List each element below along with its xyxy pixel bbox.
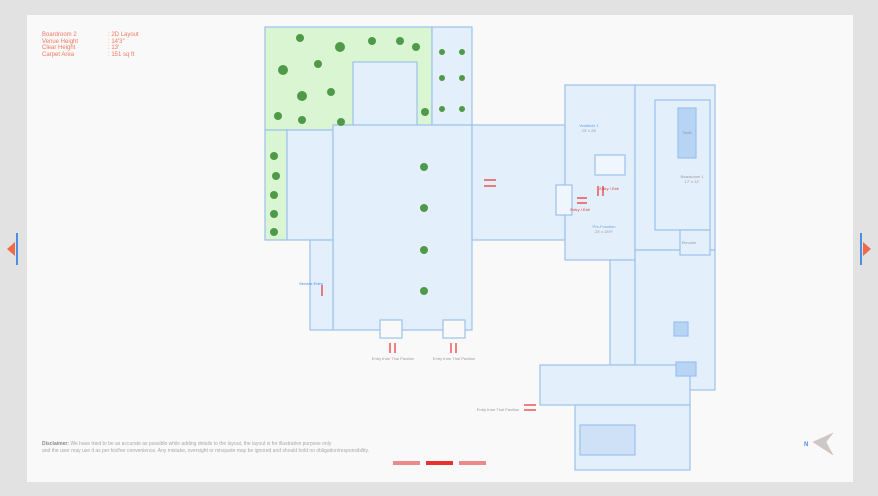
elevator-room (679, 229, 711, 256)
entry-label: Entry from Thai Pavilion (433, 356, 475, 361)
room-dim: 17' x 12' (685, 179, 700, 184)
door (379, 319, 403, 339)
info-value: : 14'3" (108, 38, 125, 45)
chevron-right-icon (863, 242, 871, 256)
side-room (286, 129, 334, 241)
info-key: Clear Height (42, 45, 76, 52)
info-value: : 13' (108, 45, 120, 52)
door (555, 184, 573, 216)
board-table (677, 107, 697, 159)
link (609, 259, 636, 366)
disclaimer-text: We have tried to be as accurate as possi… (68, 441, 332, 447)
service-entry-label: Service Entry (299, 281, 323, 286)
garden-strip (264, 129, 288, 241)
next-arrow-button[interactable] (860, 233, 874, 265)
entry-label: Entry from Thai Pavilion (372, 356, 414, 361)
pager-dot-3[interactable] (459, 461, 486, 465)
pager-dot-1[interactable] (393, 461, 420, 465)
entry-label: Entry from Thai Pavilion (477, 407, 519, 412)
info-value: : 151 sq ft (108, 51, 135, 58)
prev-arrow-button[interactable] (4, 233, 18, 265)
door (594, 154, 626, 176)
compass-north-label: N (804, 442, 808, 448)
room-dim: 23' x 28' (582, 128, 597, 133)
room-label: Pre-Function (593, 224, 616, 229)
venue-info: Boardroom 2 : 2D Layout Venue Height : 14'… (42, 32, 139, 58)
meeting-table (673, 321, 689, 337)
info-key: Carpet Area (42, 51, 75, 58)
room-label: Vestibule 1 (579, 123, 599, 128)
meeting-table (675, 361, 697, 377)
room-label: Boardroom 1 (680, 174, 704, 179)
info-key: Boardroom 2 (42, 32, 77, 38)
compass-icon: N (804, 432, 834, 456)
info-value: : 2D Layout (108, 32, 139, 38)
table-label: Table (682, 130, 692, 135)
room-dim: 23' x 28'9" (595, 229, 614, 234)
disclaimer-text: and the user may use it as per his/her c… (42, 447, 370, 454)
entry-exit-label: Entry / Exit (570, 207, 590, 212)
entry-exit-label: Entry / Exit (599, 186, 619, 191)
upper-room (352, 61, 418, 131)
south-wing (539, 364, 691, 406)
lounge-block (579, 424, 636, 456)
disclaimer: Disclaimer: We have tried to be as accur… (42, 441, 369, 454)
disclaimer-label: Disclaimer: (42, 441, 69, 447)
main-hall (332, 124, 473, 331)
corridor (471, 124, 566, 241)
pager-dot-2[interactable] (426, 461, 453, 465)
pager (393, 461, 486, 465)
elevator-label: Elevator (682, 240, 697, 245)
info-key: Venue Height (42, 38, 79, 45)
door (442, 319, 466, 339)
smoking-deck (431, 26, 473, 126)
chevron-left-icon (7, 242, 15, 256)
